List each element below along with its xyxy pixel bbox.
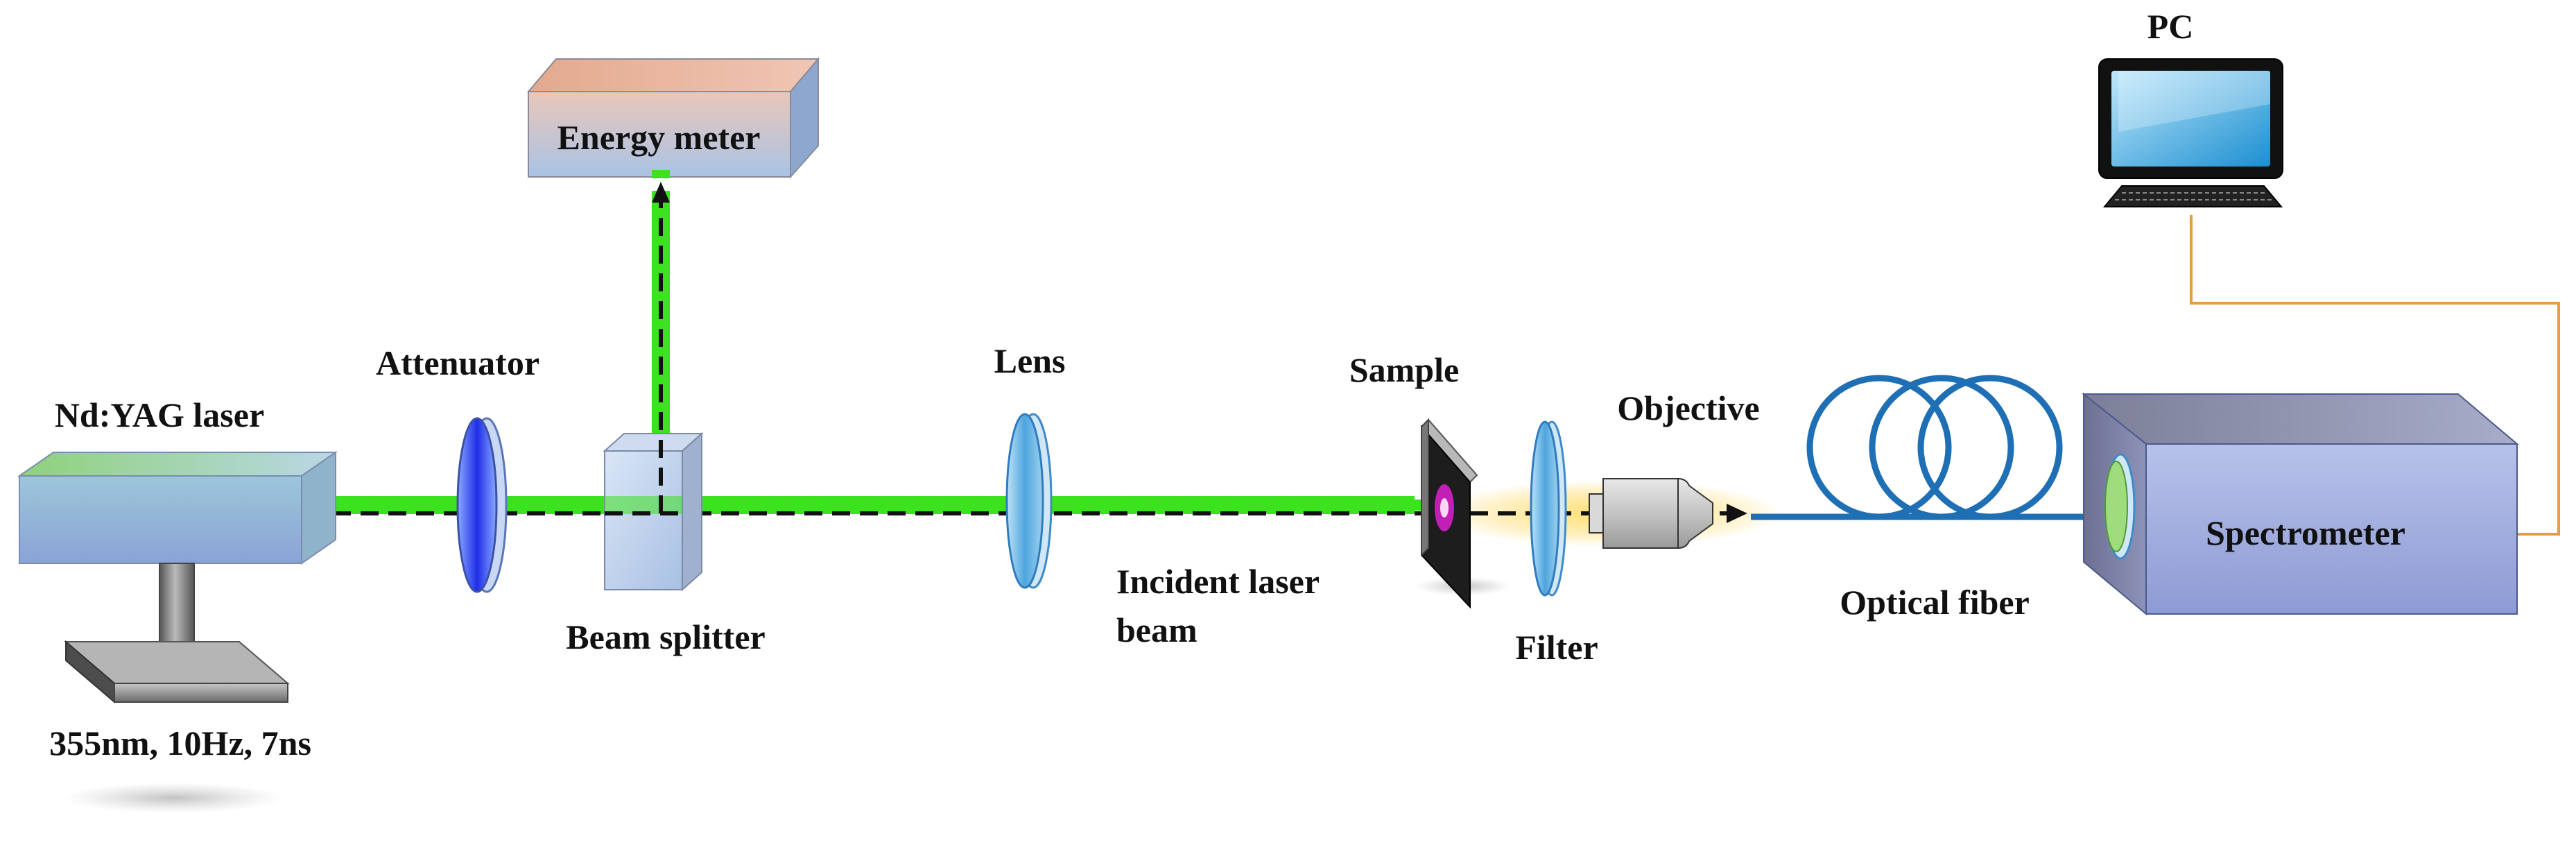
optical-fiber-label: Optical fiber	[1840, 583, 2030, 622]
emission-arrow-icon	[1727, 504, 1747, 523]
filter-icon	[1530, 420, 1567, 597]
sample-slide-icon	[1415, 418, 1512, 609]
energy-meter-icon	[526, 57, 820, 179]
incident-beam-label-line1: Incident laser	[1116, 562, 1320, 601]
beam-arrow-up-icon	[652, 182, 670, 203]
spectrometer-icon	[2082, 392, 2519, 616]
beam-splitter-label: Beam splitter	[566, 617, 765, 656]
incident-beam-label-line2: beam	[1116, 611, 1198, 649]
lens-label: Lens	[994, 341, 1066, 380]
fiber-coil-icon	[1751, 375, 2122, 520]
objective-icon	[1589, 478, 1713, 549]
lens-icon	[1005, 413, 1053, 589]
laser-source-icon	[17, 451, 338, 813]
attenuator-icon	[456, 417, 508, 593]
beam-splitter-icon	[603, 432, 704, 592]
sample-label: Sample	[1349, 350, 1459, 389]
energy-meter-label: Energy meter	[557, 118, 761, 157]
attenuator-label: Attenuator	[376, 343, 539, 382]
filter-label: Filter	[1515, 628, 1598, 667]
laser-specs-label: 355nm, 10Hz, 7ns	[49, 724, 311, 762]
pc-cable	[2190, 215, 2560, 536]
keyboard-icon	[2102, 185, 2283, 207]
pc-label: PC	[2147, 7, 2194, 46]
objective-label: Objective	[1617, 389, 1759, 427]
spectrometer-label: Spectrometer	[2206, 513, 2405, 552]
pc-monitor-icon	[2098, 58, 2283, 179]
laser-beam	[333, 182, 1442, 515]
laser-label: Nd:YAG laser	[55, 395, 264, 434]
